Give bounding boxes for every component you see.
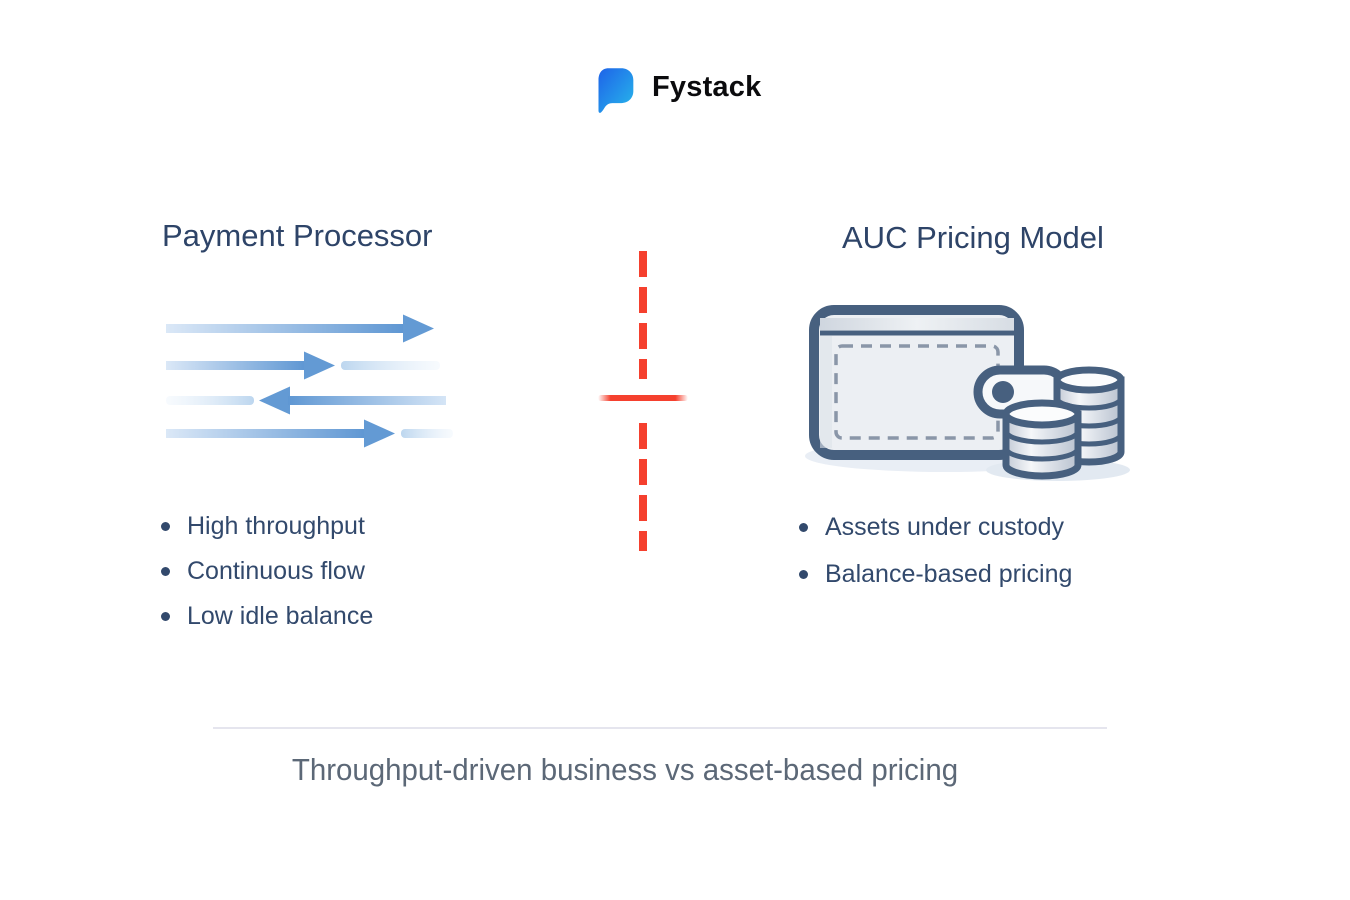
bullet-dot xyxy=(799,522,808,532)
bullet-label: Continuous flow xyxy=(187,556,365,585)
bullet-label: Assets under custody xyxy=(825,512,1065,541)
brand-name: Fystack xyxy=(652,71,762,103)
bullet-dot xyxy=(161,521,170,531)
throughput-arrows-icon xyxy=(166,314,453,448)
vs-dashed-divider xyxy=(598,251,688,551)
bullet-label: Low idle balance xyxy=(187,601,374,630)
footer-caption: Throughput-driven business vs asset-base… xyxy=(291,752,959,787)
bullet-label: Balance-based pricing xyxy=(825,559,1073,588)
list-item: Assets under custody xyxy=(799,512,1072,542)
wallet-coins-icon xyxy=(805,305,1130,481)
right-feature-list: Assets under custody Balance-based prici… xyxy=(799,512,1072,606)
bullet-dot xyxy=(161,566,170,576)
footer-divider xyxy=(213,727,1107,729)
chat-bubble-logo-icon xyxy=(598,68,634,113)
bullet-dot xyxy=(799,569,808,579)
coin-stack-front xyxy=(1002,399,1082,480)
list-item: High throughput xyxy=(161,511,373,541)
bullet-label: High throughput xyxy=(187,511,365,540)
bullet-dot xyxy=(161,611,170,621)
left-feature-list: High throughput Continuous flow Low idle… xyxy=(161,511,373,646)
payment-processor-title: Payment Processor xyxy=(162,218,433,253)
list-item: Balance-based pricing xyxy=(799,559,1072,589)
center-tick xyxy=(598,395,688,401)
list-item: Continuous flow xyxy=(161,556,373,586)
brand-header: Fystack xyxy=(593,64,761,122)
auc-pricing-title: AUC Pricing Model xyxy=(842,220,1104,255)
list-item: Low idle balance xyxy=(161,601,373,631)
